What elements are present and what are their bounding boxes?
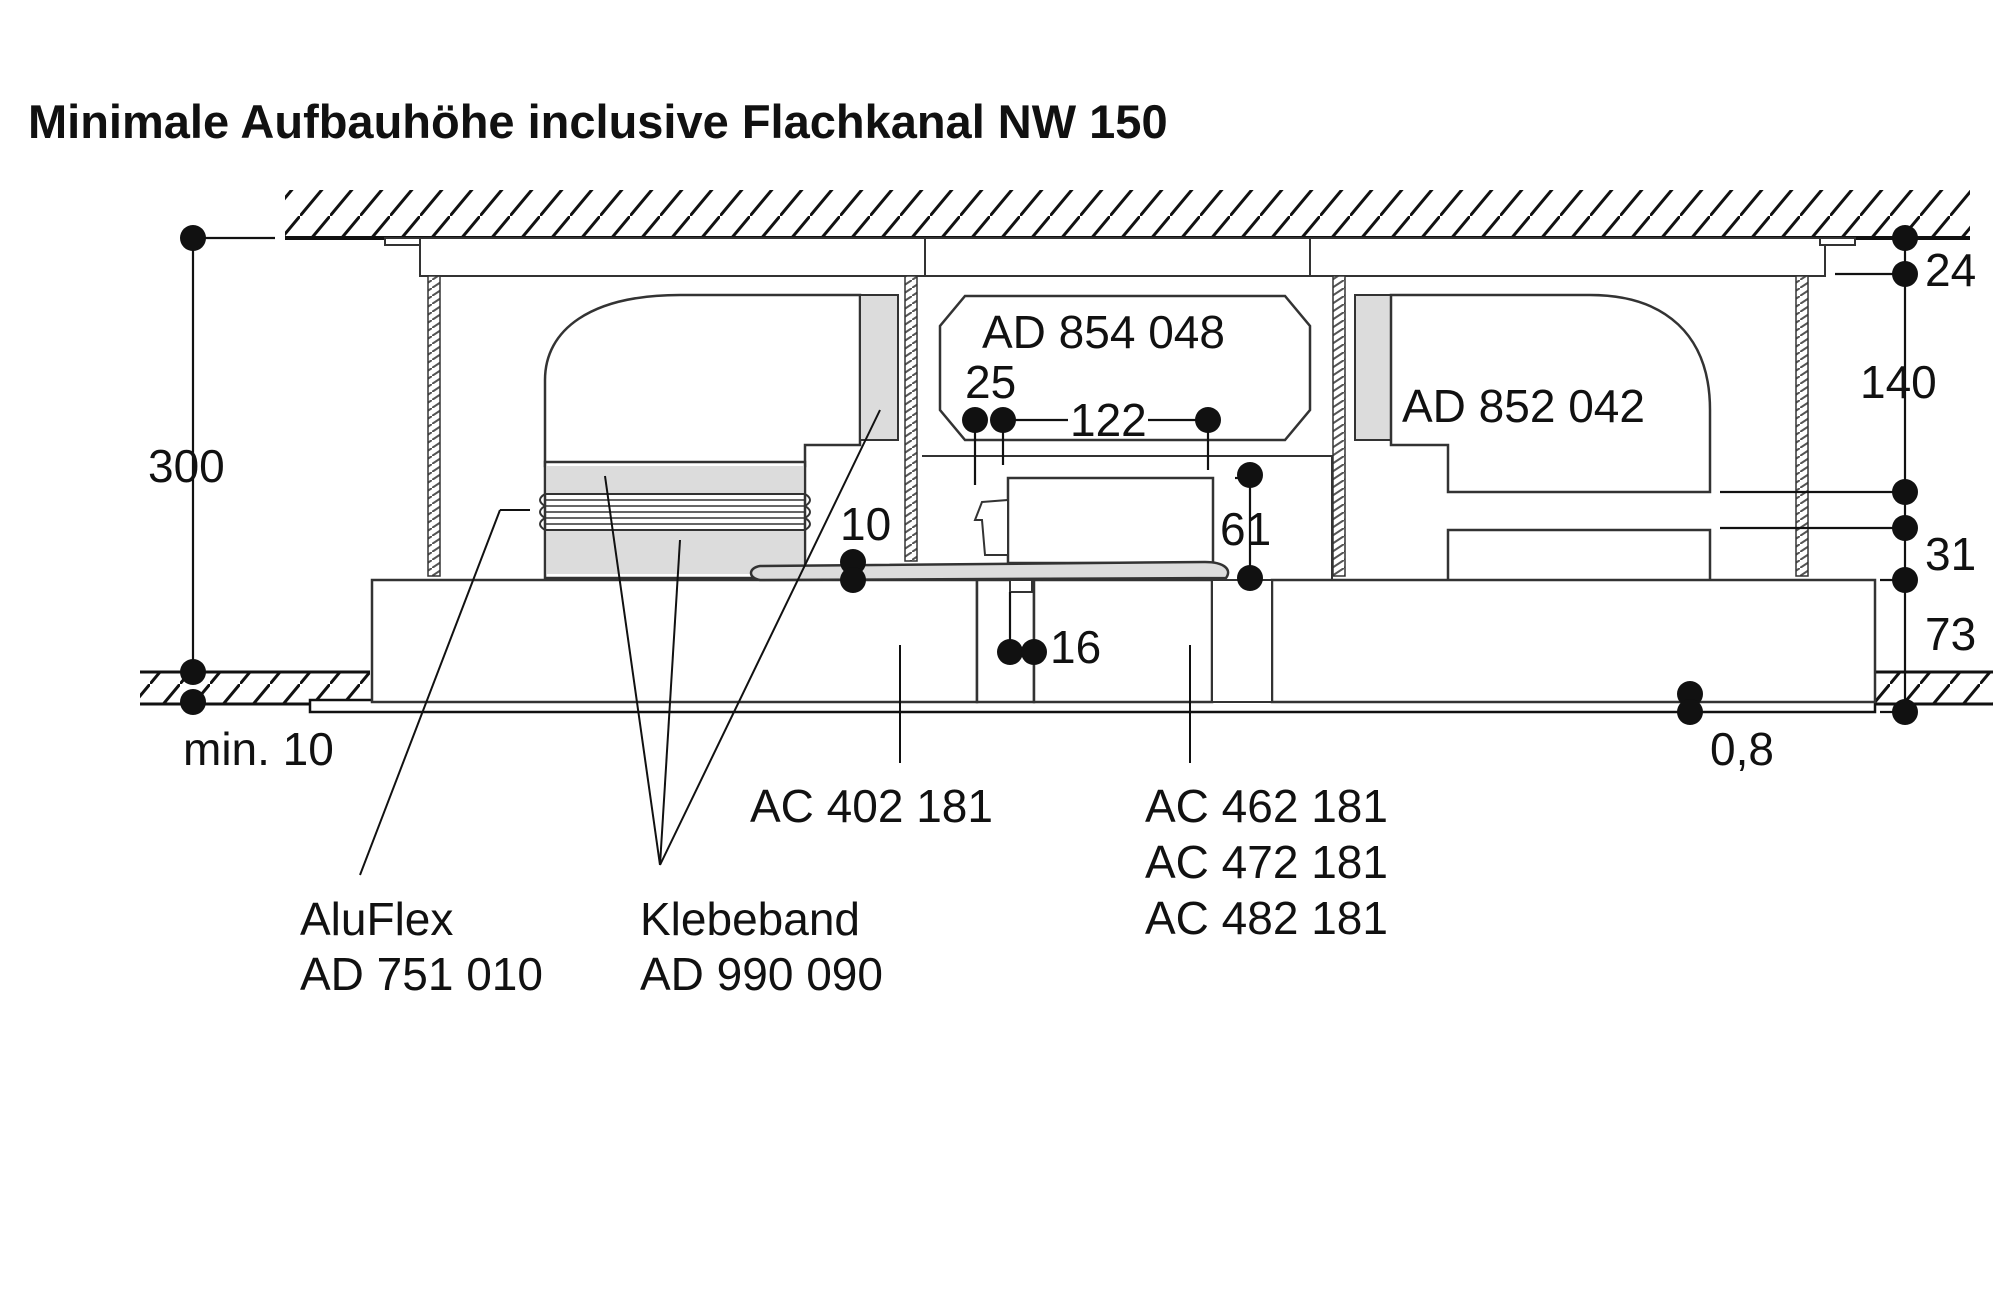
dimension-dot [1677, 699, 1703, 725]
dim-61: 61 [1220, 503, 1271, 555]
dim-300: 300 [148, 440, 225, 492]
connector-piece [973, 498, 1009, 556]
dimension-dot [1892, 261, 1918, 287]
dimension-dot [1892, 515, 1918, 541]
motor-housing [1006, 476, 1215, 565]
dimension-dot [180, 225, 206, 251]
dimension-dot [1892, 567, 1918, 593]
small-bracket [1009, 579, 1033, 593]
dim-24: 24 [1925, 244, 1976, 296]
threaded-rod [427, 275, 441, 577]
part-label-klebeband-code: AD 990 090 [640, 948, 883, 1000]
dimension-dot [1237, 462, 1263, 488]
dim-140: 140 [1860, 356, 1937, 408]
right-lower-duct [1446, 528, 1712, 584]
right-duct-side-strip [1354, 294, 1392, 441]
dimension-dot [997, 639, 1023, 665]
flat-channel-ac402181 [749, 560, 1230, 582]
diagram-title: Minimale Aufbauhöhe inclusive Flachkanal… [28, 95, 1168, 148]
part-label-ac462181: AC 462 181 [1145, 780, 1388, 832]
dim-122: 122 [1070, 394, 1147, 446]
threaded-rod [1332, 275, 1346, 577]
dimension-dot [1892, 479, 1918, 505]
ceiling-slab [285, 190, 1970, 240]
part-label-aluflex-name: AluFlex [300, 893, 453, 945]
part-label-klebeband-name: Klebeband [640, 893, 860, 945]
threaded-rod [1795, 275, 1809, 577]
dimension-dot [840, 549, 866, 575]
part-label-ac402181: AC 402 181 [750, 780, 993, 832]
ceiling-mounting-plate [384, 237, 1856, 277]
dimension-dot [962, 407, 988, 433]
tape-band [547, 466, 803, 494]
dim-31: 31 [1925, 528, 1976, 580]
dim-16: 16 [1050, 621, 1101, 673]
part-label-ad852042: AD 852 042 [1402, 380, 1645, 432]
dimension-dot [1021, 639, 1047, 665]
leader-lines [359, 409, 1191, 876]
dimension-lines [191, 236, 1907, 714]
part-label-ac472181: AC 472 181 [1145, 836, 1388, 888]
dim-73: 73 [1925, 608, 1976, 660]
right-duct-bend [1389, 293, 1712, 494]
dimension-dots [180, 225, 1918, 725]
dim-10-mid: 10 [840, 498, 891, 550]
hob-unit [370, 578, 1877, 704]
left-duct-side-strip [859, 294, 899, 441]
dim-0-8: 0,8 [1710, 723, 1774, 775]
part-label-ad854048: AD 854 048 [982, 306, 1225, 358]
part-label-aluflex-code: AD 751 010 [300, 948, 543, 1000]
dimension-dot [1892, 699, 1918, 725]
threaded-rod [904, 275, 918, 562]
dimension-dot [840, 567, 866, 593]
dimension-dot [180, 659, 206, 685]
dimension-dot [1195, 407, 1221, 433]
dimension-dot [990, 407, 1016, 433]
left-duct-bend [543, 293, 862, 468]
hob-glass-edge [1211, 579, 1273, 703]
dimension-dot [1677, 681, 1703, 707]
flex-duct-tube [539, 460, 811, 580]
dimension-dot [1237, 565, 1263, 591]
dim-min10: min. 10 [183, 723, 334, 775]
threaded-rods [427, 275, 1809, 577]
center-duct-ad854048 [938, 294, 1312, 442]
part-label-ac482181: AC 482 181 [1145, 892, 1388, 944]
dim-25: 25 [965, 356, 1016, 408]
dimension-dot [180, 689, 206, 715]
dimension-dot [1892, 225, 1918, 251]
